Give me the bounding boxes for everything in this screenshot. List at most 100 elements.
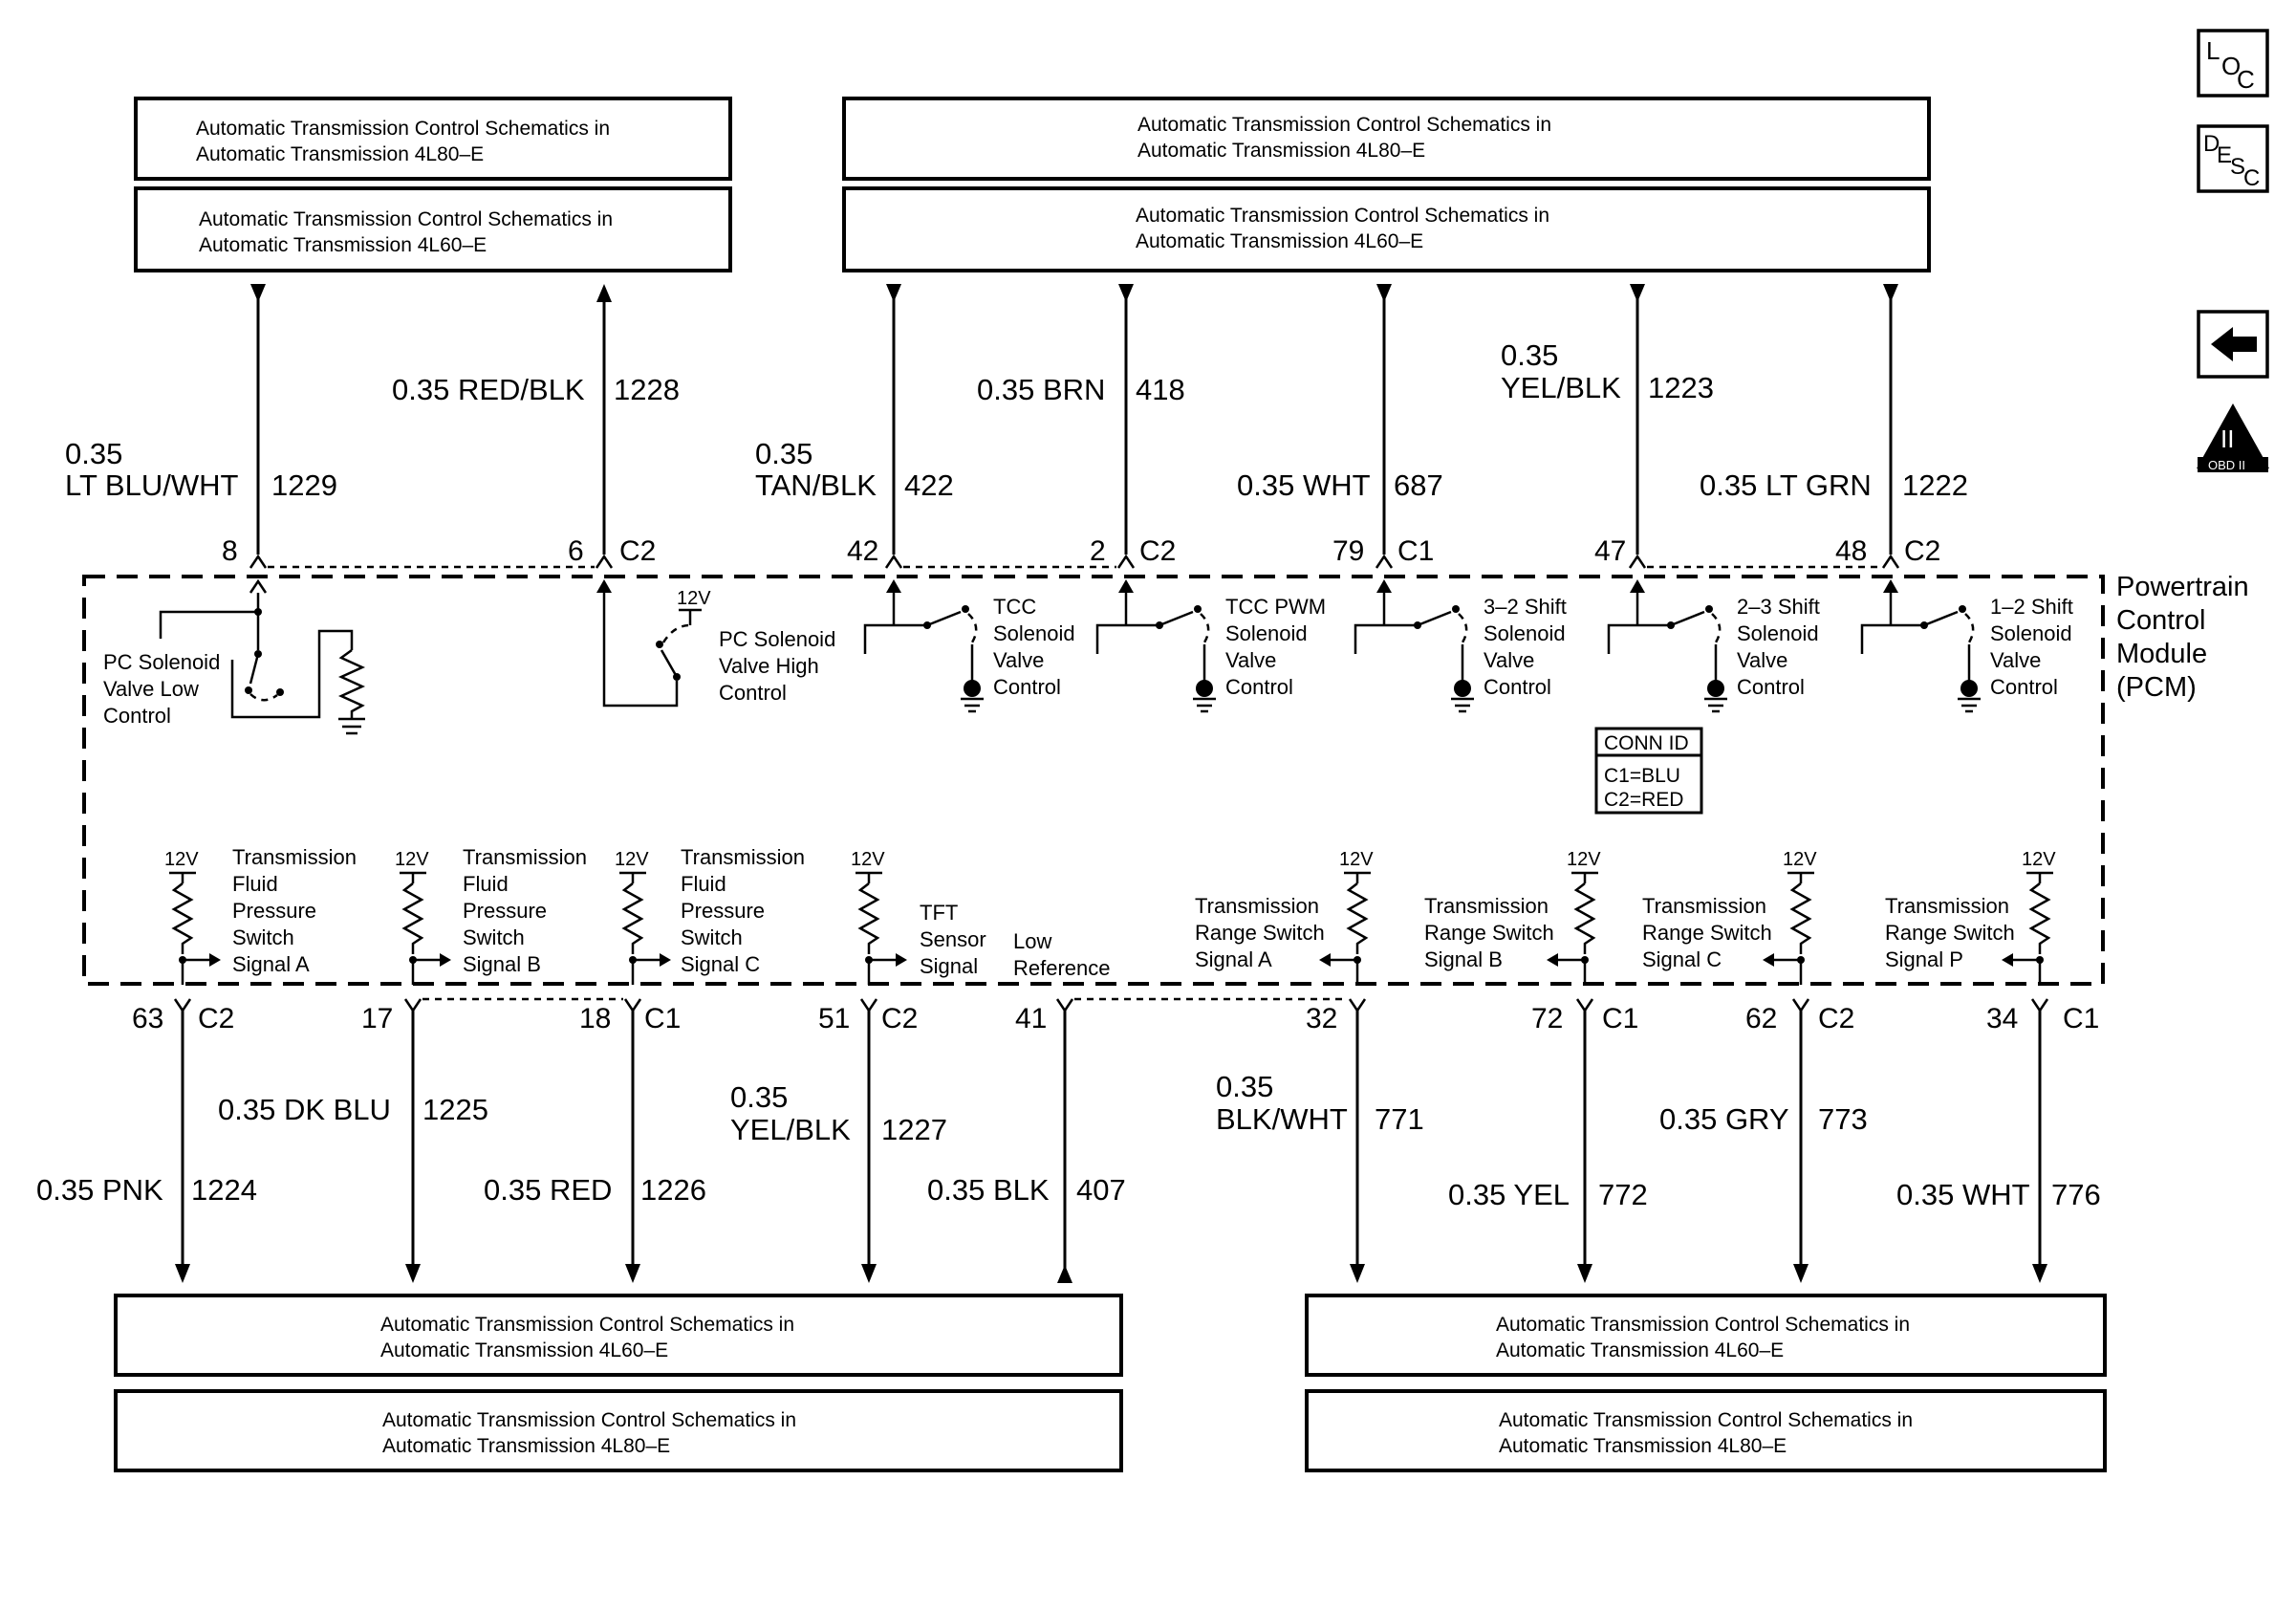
wire-1226[interactable]: 18 C1 0.35 RED 1226	[484, 998, 706, 1283]
svg-text:Powertrain: Powertrain	[2116, 572, 2249, 602]
pc-solenoid-high: 12V PC Solenoid Valve High Control	[596, 579, 835, 708]
svg-text:Automatic Transmission Control: Automatic Transmission Control Schematic…	[1137, 114, 1551, 136]
switch-label: Signal C	[1642, 947, 1722, 971]
pcm-boundary	[82, 575, 2105, 986]
wire-1224[interactable]: 63 C2 0.35 PNK 1224	[36, 998, 257, 1283]
svg-text:C1: C1	[2063, 1003, 2099, 1034]
svg-text:C: C	[2237, 65, 2255, 94]
svg-text:Automatic Transmission 4L60–E: Automatic Transmission 4L60–E	[1136, 230, 1423, 252]
ref-box-bottom-left-4l60e[interactable]: Automatic Transmission Control Schematic…	[114, 1294, 1123, 1377]
svg-text:79: 79	[1332, 535, 1364, 567]
svg-text:407: 407	[1076, 1173, 1126, 1207]
wire-1227[interactable]: 51 C2 0.35 YEL/BLK 1227	[730, 998, 947, 1283]
switch-label: Signal A	[1195, 947, 1272, 971]
svg-text:Automatic Transmission Control: Automatic Transmission Control Schematic…	[380, 1314, 794, 1336]
svg-text:PC Solenoid: PC Solenoid	[719, 627, 835, 651]
svg-text:62: 62	[1745, 1003, 1777, 1034]
ref-box-bottom-right-4l80e[interactable]: Automatic Transmission Control Schematic…	[1305, 1389, 2107, 1472]
wire-773[interactable]: 62 C2 0.35 GRY 773	[1659, 998, 1868, 1283]
ref-box-bottom-left-4l80e[interactable]: Automatic Transmission Control Schematic…	[114, 1389, 1123, 1472]
svg-text:C2: C2	[198, 1003, 234, 1034]
svg-text:Valve High: Valve High	[719, 654, 819, 678]
pc-solenoid-low: PC Solenoid Valve Low Control	[103, 578, 366, 735]
svg-text:C2: C2	[1904, 535, 1940, 567]
switch-label: Signal P	[1885, 947, 1963, 971]
switch-label: Signal C	[681, 952, 760, 976]
switch-label: Transmission	[681, 845, 805, 869]
svg-text:Automatic Transmission 4L60–E: Automatic Transmission 4L60–E	[1496, 1339, 1784, 1361]
switch-label: Range Switch	[1195, 921, 1325, 945]
svg-text:D: D	[2203, 131, 2220, 157]
svg-text:Automatic Transmission Control: Automatic Transmission Control Schematic…	[1136, 205, 1549, 227]
ref-box-top-right-4l60e[interactable]: Automatic Transmission Control Schematic…	[842, 186, 1931, 272]
wire-1229[interactable]: 0.35 LT BLU/WHT 1229 8	[65, 284, 337, 569]
switch-label: Transmission	[1424, 894, 1549, 918]
ref-box-top-left-4l60e[interactable]: Automatic Transmission Control Schematic…	[134, 186, 732, 272]
wire-772[interactable]: 72 C1 0.35 YEL 772	[1448, 998, 1648, 1283]
svg-text:TAN/BLK: TAN/BLK	[755, 468, 877, 502]
svg-text:1222: 1222	[1902, 468, 1968, 502]
wire-1228[interactable]: 0.35 RED/BLK 1228 6 C2	[392, 284, 680, 569]
svg-text:OBD II: OBD II	[2208, 458, 2245, 472]
switch-label: Fluid	[681, 872, 726, 896]
svg-text:Valve Low: Valve Low	[103, 677, 199, 701]
svg-text:1227: 1227	[881, 1113, 947, 1146]
voltage-label: 12V	[615, 849, 649, 870]
solenoid-label: Control	[1990, 675, 2058, 699]
switch-label: Transmission	[463, 845, 587, 869]
svg-text:YEL/BLK: YEL/BLK	[1501, 371, 1621, 404]
back-arrow-icon[interactable]	[2197, 310, 2269, 379]
svg-text:L: L	[2206, 36, 2220, 65]
wire-771[interactable]: 32 0.35 BLK/WHT 771	[1216, 998, 1424, 1283]
solenoid-label: TCC PWM	[1225, 595, 1326, 619]
voltage-label: 12V	[1567, 849, 1601, 870]
svg-text:32: 32	[1306, 1003, 1337, 1034]
wire-418[interactable]: 0.35 BRN 418 2 C2	[977, 284, 1185, 569]
solenoid-label: Solenoid	[993, 621, 1075, 645]
ref-box-top-right-4l80e[interactable]: Automatic Transmission Control Schematic…	[842, 97, 1931, 181]
svg-text:YEL/BLK: YEL/BLK	[730, 1113, 851, 1146]
wire-1222[interactable]: 0.35 LT GRN 1222 48 C2	[1700, 284, 1968, 569]
svg-text:47: 47	[1594, 535, 1626, 567]
solenoid-label: Control	[1484, 675, 1551, 699]
obd-ii-icon[interactable]: II OBD II	[2197, 403, 2269, 472]
svg-text:Automatic Transmission 4L60–E: Automatic Transmission 4L60–E	[380, 1339, 668, 1361]
switch-label: Switch	[463, 925, 525, 949]
svg-text:LT BLU/WHT: LT BLU/WHT	[65, 468, 238, 502]
ref-box-top-left-4l80e[interactable]: Automatic Transmission Control Schematic…	[134, 97, 732, 181]
svg-text:41: 41	[1015, 1003, 1047, 1034]
svg-text:Automatic Transmission Control: Automatic Transmission Control Schematic…	[1496, 1314, 1910, 1336]
solenoid-label: Valve	[1737, 648, 1787, 672]
wire-776[interactable]: 34 C1 0.35 WHT 776	[1896, 998, 2101, 1283]
svg-text:C1: C1	[1397, 535, 1434, 567]
svg-text:Automatic Transmission 4L60–E: Automatic Transmission 4L60–E	[199, 234, 487, 256]
switch-label: Signal A	[232, 952, 310, 976]
desc-icon[interactable]: D E S C	[2197, 124, 2269, 193]
wire-1225[interactable]: 17 0.35 DK BLU 1225	[218, 998, 488, 1283]
wire-687[interactable]: 0.35 WHT 687 79 C1	[1237, 284, 1443, 569]
ref-box-bottom-right-4l60e[interactable]: Automatic Transmission Control Schematic…	[1305, 1294, 2107, 1377]
wire-1223[interactable]: 0.35 YEL/BLK 1223 47	[1501, 284, 1714, 569]
svg-text:0.35 RED/BLK: 0.35 RED/BLK	[392, 373, 585, 406]
svg-text:0.35: 0.35	[755, 437, 812, 470]
loc-icon[interactable]: L O C	[2197, 29, 2269, 98]
voltage-label: 12V	[395, 849, 429, 870]
svg-text:(PCM): (PCM)	[2116, 672, 2197, 703]
wire-407[interactable]: 41 0.35 BLK 407	[927, 998, 1126, 1283]
svg-text:E: E	[2217, 142, 2232, 168]
svg-text:Low: Low	[1013, 929, 1051, 953]
svg-text:1225: 1225	[422, 1093, 488, 1126]
svg-text:Automatic Transmission 4L80–E: Automatic Transmission 4L80–E	[1137, 140, 1425, 162]
svg-text:C2: C2	[1139, 535, 1176, 567]
svg-text:1223: 1223	[1648, 371, 1714, 404]
wire-422[interactable]: 0.35 TAN/BLK 422 42	[755, 284, 954, 569]
svg-text:48: 48	[1835, 535, 1867, 567]
svg-text:O: O	[2221, 52, 2241, 80]
